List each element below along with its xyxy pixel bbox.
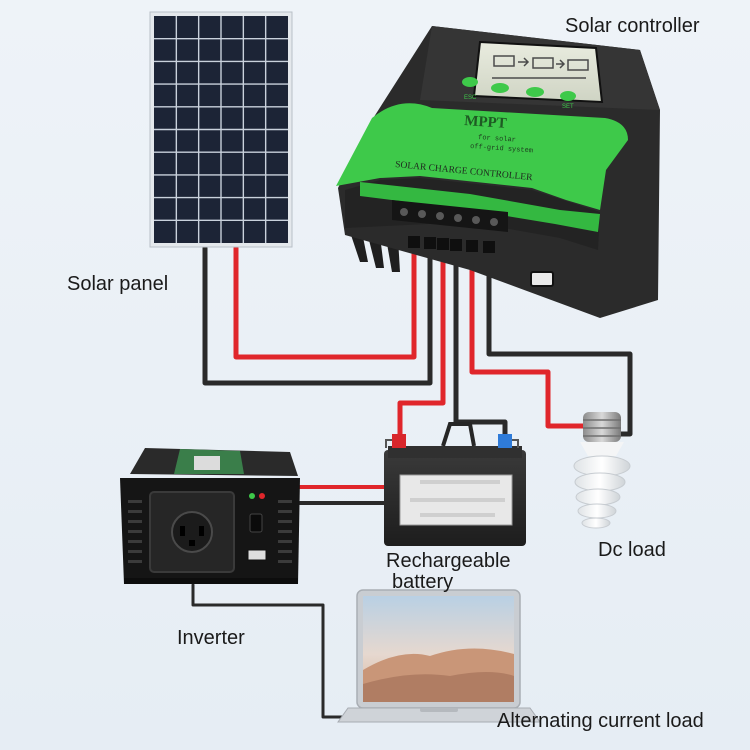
inverter-vents — [128, 500, 292, 563]
load-black-wire — [486, 240, 633, 437]
controller-green-face — [336, 103, 628, 210]
up-button[interactable] — [526, 87, 544, 97]
esc-button[interactable] — [462, 77, 478, 87]
bulb-spirals — [573, 455, 631, 529]
load-red-wire — [469, 240, 587, 429]
wiring — [191, 240, 633, 719]
power-led-green — [249, 493, 255, 499]
ac-load-label: Alternating current load — [497, 710, 704, 732]
battery-label-line1: Rechargeable — [386, 550, 511, 572]
inverter — [120, 448, 300, 584]
battery-positive-terminal — [392, 434, 406, 448]
laptop-ac-load — [337, 589, 541, 723]
controller-tagline-1: for solar — [478, 134, 516, 145]
terminal-screws — [400, 208, 498, 226]
wire-ports — [408, 236, 495, 253]
inverter-usb-port — [247, 549, 267, 561]
controller-buttons: ESC SET — [462, 77, 576, 110]
power-led-red — [259, 493, 265, 499]
terminal-strip — [392, 200, 508, 232]
battery-handle — [441, 422, 476, 447]
panel-black-wire — [202, 240, 433, 386]
esc-button-label: ESC — [464, 95, 477, 101]
battery-black-wire — [453, 240, 508, 445]
ac-cable — [191, 583, 352, 719]
laptop-base — [337, 707, 541, 723]
battery-label-line2: battery — [392, 571, 454, 593]
battery-red-wire — [397, 240, 446, 445]
solar-cell-grid — [154, 16, 288, 243]
lcd-segments — [492, 55, 589, 79]
panel-red-wire — [233, 240, 417, 360]
battery-negative-terminal — [498, 434, 512, 448]
controller-brand: MPPT — [464, 113, 508, 132]
solar-panel — [149, 11, 293, 248]
down-button[interactable] — [491, 83, 509, 93]
charge-controller: ESC SET MPPT for solar off-grid system S… — [336, 26, 660, 318]
set-button[interactable] — [560, 91, 576, 101]
battery — [384, 422, 526, 546]
solar-controller-label: Solar controller — [565, 15, 700, 37]
power-switch[interactable] — [249, 513, 263, 533]
dc-load-label: Dc load — [598, 539, 666, 561]
usb-port — [530, 271, 554, 287]
dc-load-bulb — [573, 412, 631, 529]
inverter-label: Inverter — [177, 627, 245, 649]
solar-panel-label: Solar panel — [67, 273, 169, 295]
set-button-label: SET — [562, 104, 574, 110]
